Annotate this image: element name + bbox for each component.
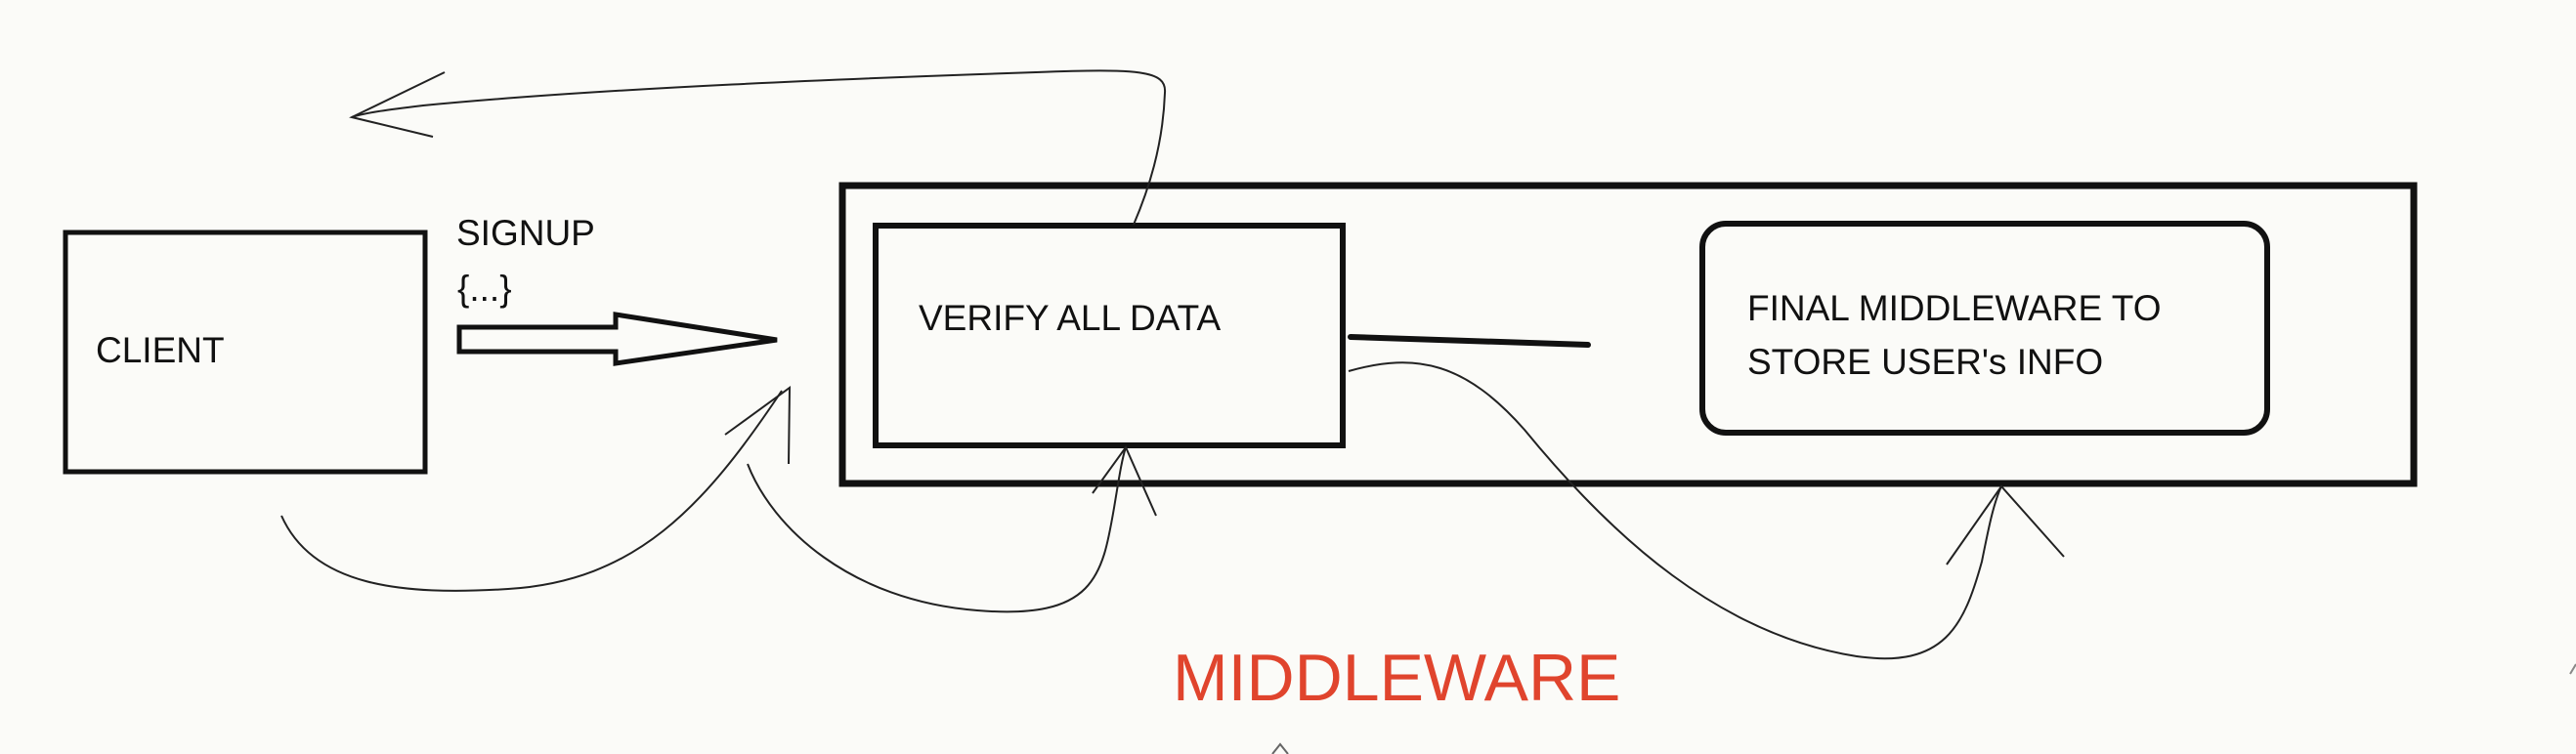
signup-label: SIGNUP [456,213,595,253]
client-flow-curve [280,390,783,592]
middleware-container [838,182,2418,487]
verify-label: VERIFY ALL DATA [919,298,1222,338]
final-middleware-box [1699,221,2270,436]
final-label-line-2: STORE USER's INFO [1747,342,2104,382]
verify-flow-curve [747,446,1127,613]
client-flow-arrowhead [724,386,792,465]
client-label: CLIENT [96,330,225,370]
final-flow-arrowhead [1946,484,2065,566]
return-arrowhead [349,71,446,138]
return-curve [351,69,1167,226]
final-label-line-1: FINAL MIDDLEWARE TO [1747,288,2162,328]
connector-line [1348,334,1591,348]
final-flow-curve [1348,361,2002,660]
payload-label: {...} [457,269,512,309]
signup-arrow [456,312,778,366]
client-box [63,230,428,475]
verify-flow-arrowhead [1092,445,1157,517]
middleware-title: MIDDLEWARE [1173,641,1621,715]
cursor-mark [1271,742,1289,754]
edge-mark [2569,663,2576,675]
verify-box [873,223,1346,448]
